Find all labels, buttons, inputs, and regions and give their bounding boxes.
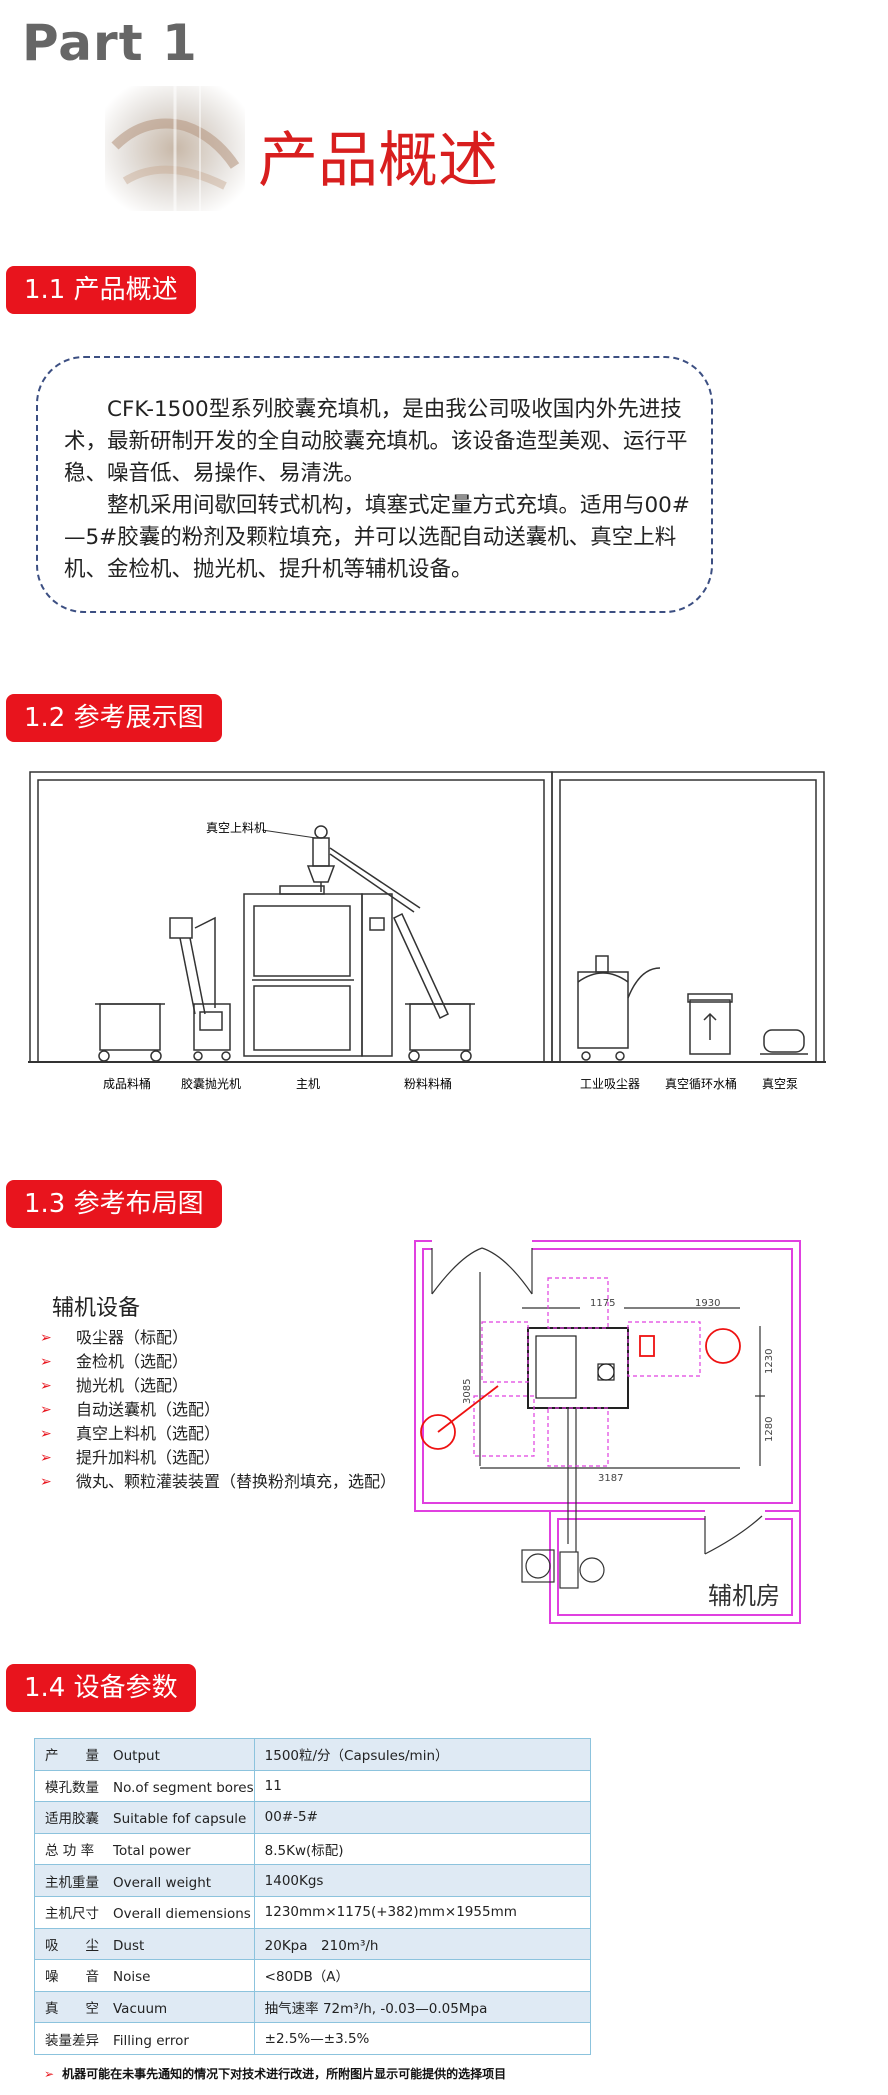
aux-room-label: 辅机房 xyxy=(708,1582,780,1610)
fig-label-product-bucket: 成品料桶 xyxy=(103,1076,151,1091)
section-badge-parameters: 1.4 设备参数 xyxy=(6,1664,196,1712)
aux-equipment-title: 辅机设备 xyxy=(52,1296,141,1321)
list-item: ➢金检机（选配） xyxy=(40,1350,396,1374)
fig-label-polisher: 胶囊抛光机 xyxy=(181,1076,241,1091)
list-item: ➢微丸、颗粒灌装装置（替换粉剂填充，选配） xyxy=(40,1470,396,1494)
fig-label-water-tank: 真空循环水桶 xyxy=(665,1076,737,1091)
fig-label-vacuum-pump: 真空泵 xyxy=(762,1077,798,1091)
dim-3187: 3187 xyxy=(598,1473,623,1484)
dim-1930: 1930 xyxy=(695,1298,720,1309)
list-item: ➢抛光机（选配） xyxy=(40,1374,396,1398)
dim-1175: 1175 xyxy=(590,1298,615,1309)
arrow-icon: ➢ xyxy=(40,1354,52,1370)
fig-label-powder-bucket: 粉料料桶 xyxy=(404,1076,452,1091)
arrow-icon: ➢ xyxy=(44,2067,55,2081)
footnote-text: 机器可能在未事先通知的情况下对技术进行改进，所附图片显示可能提供的选择项目 xyxy=(62,2067,507,2081)
dim-1280: 1280 xyxy=(764,1417,775,1442)
fig-label-dust-collector: 工业吸尘器 xyxy=(580,1077,640,1091)
dim-1230: 1230 xyxy=(764,1349,775,1374)
fig-label-main-machine: 主机 xyxy=(296,1077,320,1091)
arrow-icon: ➢ xyxy=(40,1450,52,1466)
arrow-icon: ➢ xyxy=(40,1330,52,1346)
list-item: ➢真空上料机（选配） xyxy=(40,1422,396,1446)
footnote: ➢ 机器可能在未事先通知的情况下对技术进行改进，所附图片显示可能提供的选择项目 xyxy=(44,2065,506,2082)
intro-paragraph-1: CFK-1500型系列胶囊充填机，是由我公司吸收国内外先进技术，最新研制开发的全… xyxy=(64,397,688,486)
arrow-icon: ➢ xyxy=(40,1474,52,1490)
floor-plan: 1175 1930 3187 3085 1230 1280 辅机房 xyxy=(414,1238,801,1624)
arrow-icon: ➢ xyxy=(40,1402,52,1418)
intro-paragraph-2: 整机采用间歇回转式机构，填塞式定量方式充填。适用与00#—5#胶囊的粉剂及颗粒填… xyxy=(64,493,690,582)
list-item: ➢自动送囊机（选配） xyxy=(40,1398,396,1422)
aux-equipment-list: ➢吸尘器（标配） ➢金检机（选配） ➢抛光机（选配） ➢自动送囊机（选配） ➢真… xyxy=(40,1326,396,1494)
intro-text: CFK-1500型系列胶囊充填机，是由我公司吸收国内外先进技术，最新研制开发的全… xyxy=(64,394,690,586)
arrow-icon: ➢ xyxy=(40,1378,52,1394)
arrow-icon: ➢ xyxy=(40,1426,52,1442)
section-badge-overview: 1.1 产品概述 xyxy=(6,266,196,314)
section-badge-layout: 1.3 参考布局图 xyxy=(6,1180,222,1228)
list-item: ➢吸尘器（标配） xyxy=(40,1326,396,1350)
dim-3085: 3085 xyxy=(462,1379,473,1404)
equipment-illustration: 真空上料机 成品料桶 胶囊抛光机 主机 粉料料桶 工业吸尘器 真空循环水桶 真空… xyxy=(28,771,826,1091)
page-title: 产品概述 xyxy=(258,126,498,196)
part-heading: Part 1 xyxy=(22,14,198,72)
section-badge-display: 1.2 参考展示图 xyxy=(6,694,222,742)
callout-vacuum-feeder: 真空上料机 xyxy=(206,821,266,835)
intro-box xyxy=(36,356,713,613)
hero-photo xyxy=(105,86,245,211)
list-item: ➢提升加料机（选配） xyxy=(40,1446,396,1470)
